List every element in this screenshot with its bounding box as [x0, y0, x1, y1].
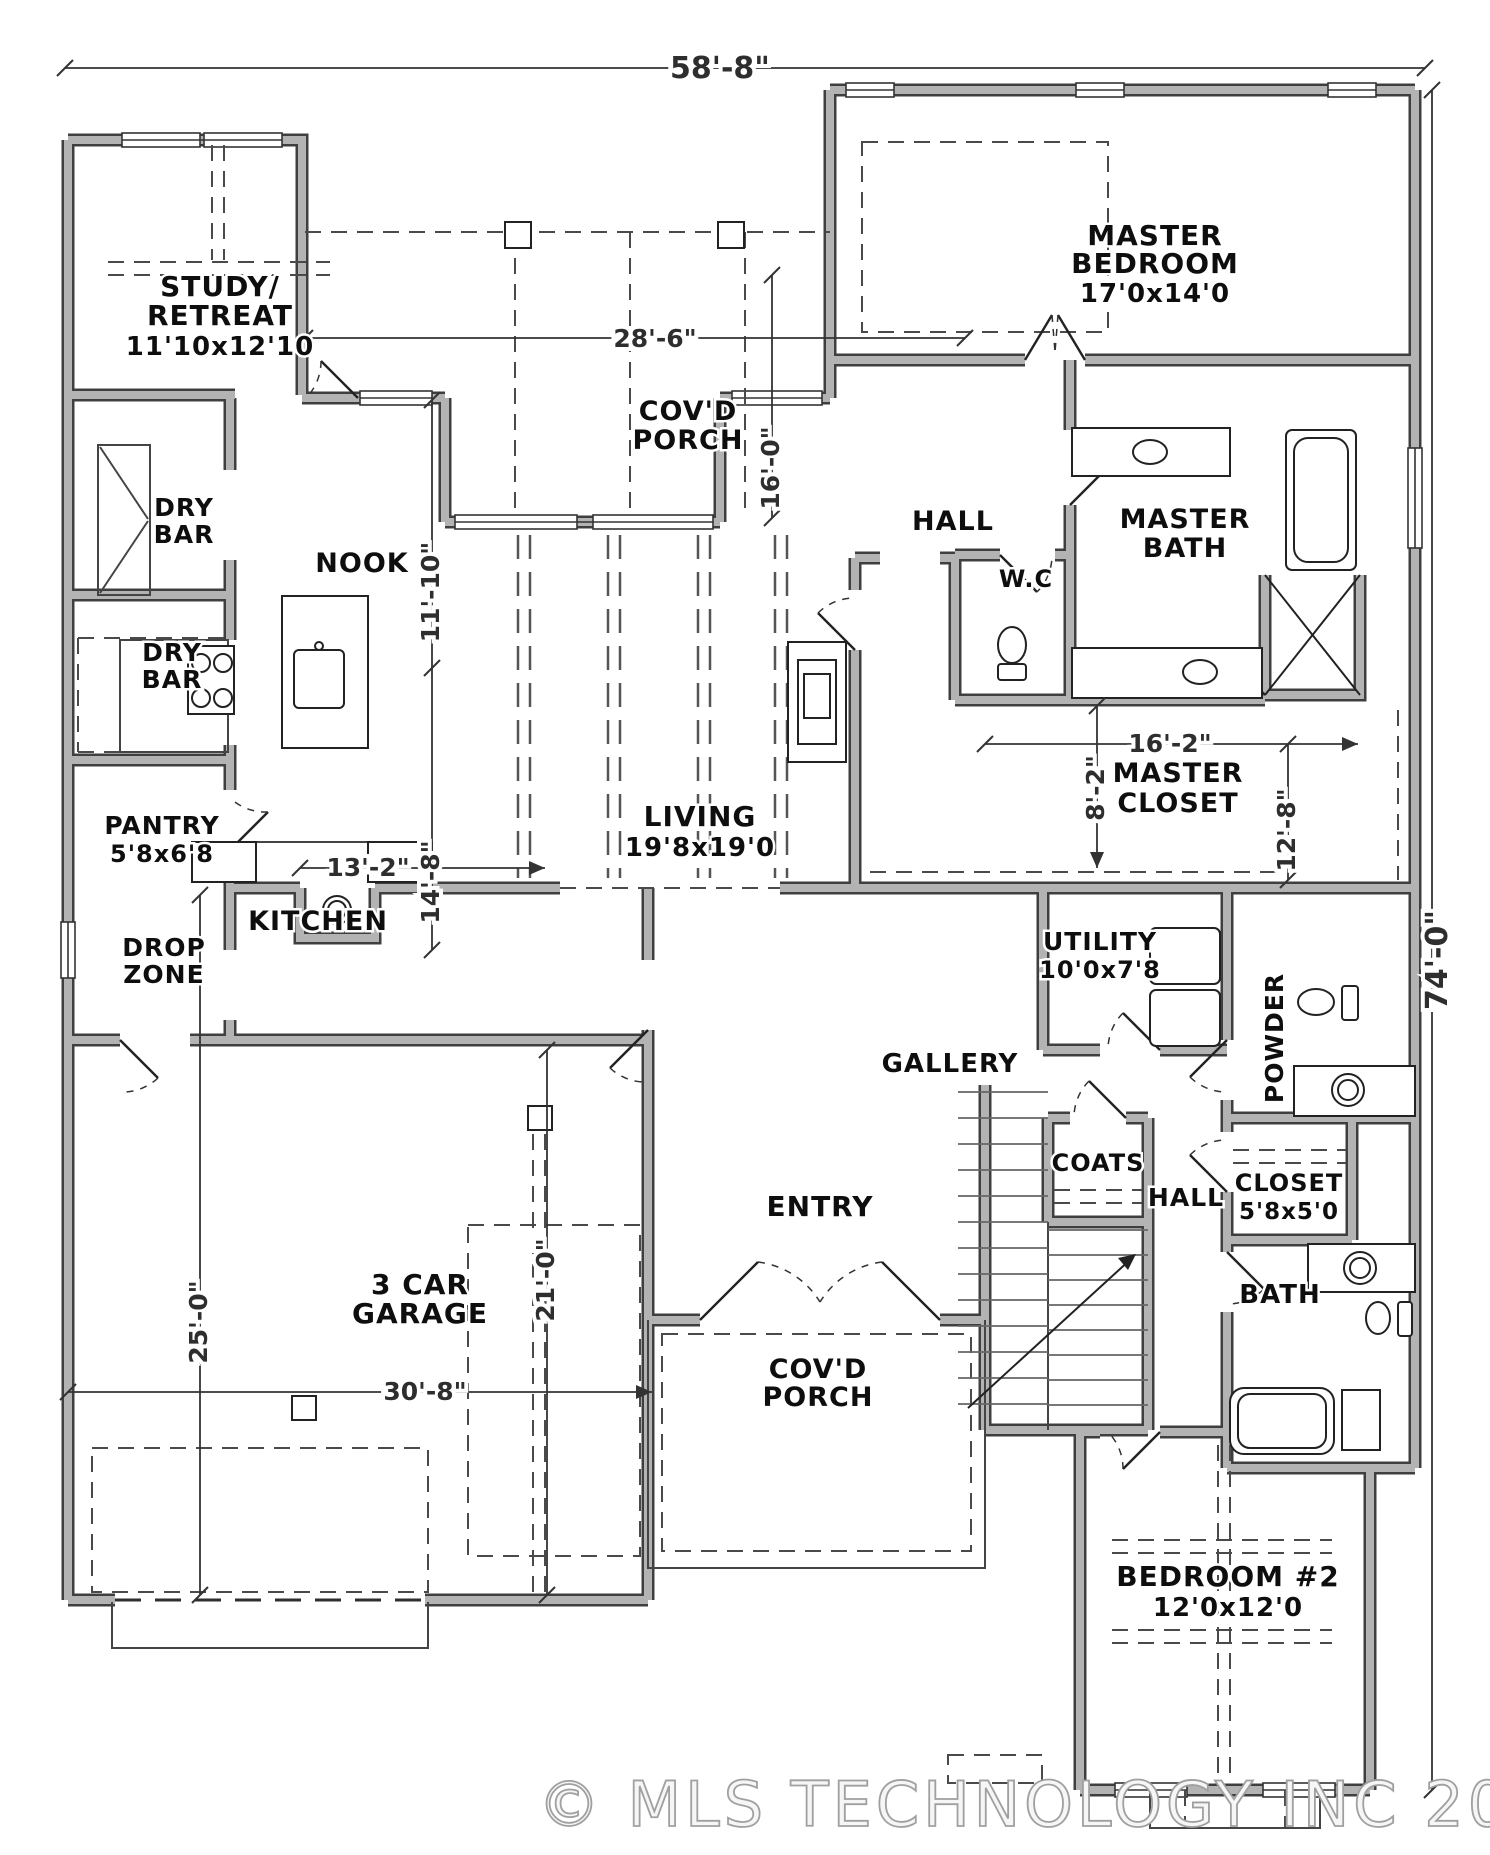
porch-post-right — [717, 221, 745, 249]
dim-master-closet-depth-a: 8'-2" — [1081, 755, 1110, 821]
label-closet-size: 5'8x5'0 — [1239, 1199, 1339, 1225]
label-master-bath: MASTER — [1120, 504, 1251, 535]
label-study-2: RETREAT — [147, 299, 293, 332]
dim-garage-depth: 25'-0" — [184, 1280, 213, 1363]
dim-master-closet-depth-b: 12'-8" — [1272, 788, 1301, 871]
label-utility: UTILITY — [1043, 927, 1157, 956]
label-gallery: GALLERY — [882, 1049, 1019, 1079]
label-coats: COATS — [1052, 1149, 1145, 1177]
stair-arrowhead — [1118, 1254, 1136, 1270]
label-master-closet: MASTER — [1113, 758, 1244, 789]
label-living-size: 19'8x19'0 — [625, 833, 775, 863]
label-covd-porch-top-2: PORCH — [633, 425, 744, 456]
label-drop-zone: DROP — [122, 933, 206, 962]
dim-overall-depth: 74'-0" — [1420, 910, 1455, 1010]
dim-overall-width: 58'-8" — [670, 51, 770, 86]
watermark-text: © MLS TECHNOLOGY INC 2026 — [538, 1768, 1490, 1841]
label-covd-porch-bottom: COV'D — [769, 1354, 868, 1385]
label-closet: CLOSET — [1235, 1169, 1344, 1197]
label-garage-2: GARAGE — [352, 1297, 488, 1330]
bath-toilet — [1365, 1301, 1391, 1335]
label-living: LIVING — [644, 800, 757, 833]
dimension-arrowheads — [529, 737, 1358, 1399]
kitchen-counter-left — [191, 841, 257, 883]
label-bedroom2-size: 12'0x12'0 — [1153, 1593, 1303, 1623]
room-labels: STUDY/ RETREAT 11'10x12'10 MASTER BEDROO… — [102, 217, 1345, 1626]
label-covd-porch-top: COV'D — [639, 396, 738, 427]
island-sink — [293, 649, 345, 709]
powder-toilet — [1297, 988, 1335, 1016]
label-hall-top: HALL — [912, 506, 994, 537]
label-wc: W.C — [999, 565, 1053, 593]
dryer — [1149, 989, 1221, 1047]
label-master-bedroom-size: 17'0x14'0 — [1080, 279, 1230, 309]
dim-nook-depth: 11'-10" — [416, 542, 445, 643]
label-dry-bar-1: DRY — [154, 493, 214, 522]
label-covd-porch-bottom-2: PORCH — [763, 1382, 874, 1413]
label-master-bedroom-2: BEDROOM — [1071, 247, 1239, 280]
dimension-labels: 58'-8" 74'-0" 28'-6" 16'-0" 11'-10" 13'-… — [180, 47, 1459, 1410]
label-master-bath-2: BATH — [1143, 533, 1227, 564]
label-powder: POWDER — [1260, 973, 1289, 1103]
dim-garage-bay-depth: 21'-0" — [531, 1238, 560, 1321]
dim-porch-depth: 16'-0" — [756, 426, 785, 509]
label-drop-zone-2: ZONE — [123, 960, 204, 989]
shower-x — [1264, 574, 1361, 696]
label-study: STUDY/ — [160, 270, 280, 303]
label-dry-bar-2-2: BAR — [142, 665, 203, 694]
label-utility-size: 10'0x7'8 — [1039, 956, 1161, 984]
porch-post-left — [504, 221, 532, 249]
label-bath: BATH — [1239, 1280, 1320, 1310]
island-faucet — [314, 641, 324, 651]
dim-master-closet-width: 16'-2" — [1128, 729, 1211, 758]
dim-garage-width: 30'-8" — [383, 1377, 466, 1406]
garage-post-a — [291, 1395, 317, 1421]
label-kitchen: KITCHEN — [248, 906, 388, 937]
label-bedroom2: BEDROOM #2 — [1116, 1560, 1339, 1593]
ceiling-beam-dashes — [516, 535, 789, 878]
dim-kitchen-depth: 14'-8" — [416, 840, 445, 923]
fixtures — [187, 221, 1416, 1455]
label-pantry-size: 5'8x6'8 — [110, 840, 214, 868]
dim-kitchen-width: 13'-2" — [326, 853, 409, 882]
dim-porch-width: 28'-6" — [613, 324, 696, 353]
label-hall-bottom: HALL — [1148, 1183, 1224, 1212]
label-master-bedroom: MASTER — [1087, 219, 1223, 252]
label-nook: NOOK — [315, 548, 409, 579]
label-study-size: 11'10x12'10 — [126, 332, 314, 362]
garage-post-b — [527, 1105, 553, 1131]
dashed-lines — [77, 141, 1399, 1828]
windows — [60, 82, 1423, 1798]
master-vanity-bottom — [1071, 647, 1263, 699]
label-dry-bar-1-2: BAR — [154, 520, 215, 549]
dimension-lines — [56, 59, 1441, 1799]
label-master-closet-2: CLOSET — [1117, 788, 1238, 819]
label-pantry: PANTRY — [104, 811, 219, 840]
wc-toilet — [997, 626, 1027, 664]
stairs — [958, 1091, 1148, 1409]
washer — [1149, 927, 1221, 985]
label-dry-bar-2: DRY — [142, 638, 202, 667]
label-garage: 3 CAR — [371, 1268, 469, 1301]
label-entry: ENTRY — [767, 1190, 874, 1223]
